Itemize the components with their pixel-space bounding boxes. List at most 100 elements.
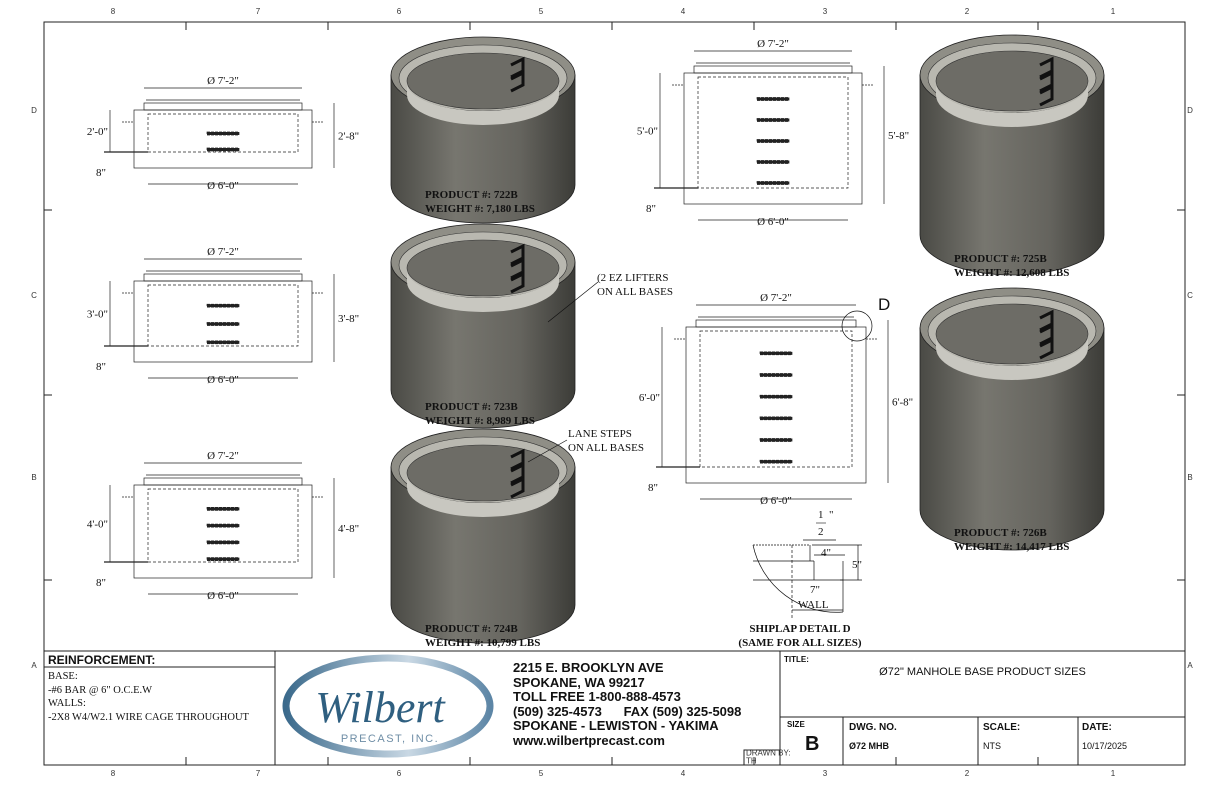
detail-title: SHIPLAP DETAIL D bbox=[749, 623, 850, 635]
product-render-725B bbox=[919, 34, 1105, 276]
title-block-grid bbox=[44, 650, 1185, 766]
zone-column-label: 1 bbox=[1111, 769, 1116, 778]
zone-column-label: 8 bbox=[111, 7, 116, 16]
wall-outline bbox=[685, 326, 867, 484]
dim-base-diameter: Ø 6'-0" bbox=[207, 374, 239, 386]
step-mark bbox=[206, 523, 240, 528]
step-icon bbox=[510, 476, 525, 499]
dim-half-den: 2 bbox=[818, 526, 824, 538]
top-lip bbox=[695, 319, 857, 328]
steps-callout: LANE STEPS ON ALL BASES bbox=[527, 428, 644, 463]
interior-floor bbox=[936, 83, 1088, 127]
elevation-723B bbox=[104, 258, 335, 379]
wall-outline bbox=[133, 280, 313, 363]
step-icon bbox=[510, 462, 525, 485]
product-number: PRODUCT #: 726B bbox=[954, 527, 1047, 539]
zone-column-label: 7 bbox=[256, 769, 261, 778]
sheet-border bbox=[43, 21, 1186, 766]
top-lip bbox=[143, 477, 303, 486]
scale-value: NTS bbox=[983, 741, 1001, 751]
zone-column-label: 2 bbox=[965, 7, 970, 16]
step-mark bbox=[759, 459, 793, 464]
dim-wall: WALL bbox=[798, 599, 829, 611]
dim-inner-height: 6'-0" bbox=[639, 392, 660, 404]
zone-column-label: 4 bbox=[681, 7, 686, 16]
step-icon bbox=[510, 448, 525, 471]
dwg-no-value: Ø72 MHB bbox=[849, 741, 890, 751]
zone-column-label: 5 bbox=[539, 769, 544, 778]
company-address: 2215 E. BROOKLYN AVE SPOKANE, WA 99217 T… bbox=[513, 660, 742, 748]
zone-column-label: 6 bbox=[397, 7, 402, 16]
dim-inner-height: 2'-0" bbox=[87, 126, 108, 138]
cylinder-interior bbox=[935, 50, 1089, 112]
website-link[interactable]: www.wilbertprecast.com bbox=[513, 732, 665, 748]
wall-outline bbox=[683, 72, 863, 205]
reinforcement-header: REINFORCEMENT: bbox=[48, 653, 156, 667]
address-line: SPOKANE, WA 99217 bbox=[513, 674, 645, 690]
product-render-722B bbox=[390, 36, 576, 224]
dim-base-diameter: Ø 6'-0" bbox=[207, 180, 239, 192]
step-icon bbox=[1039, 70, 1054, 93]
product-weight: WEIGHT #: 10,799 LBS bbox=[425, 637, 540, 649]
step-mark bbox=[756, 118, 790, 122]
interior-floor bbox=[936, 336, 1088, 380]
dim-top-diameter: Ø 7'-2" bbox=[207, 246, 239, 258]
callout-text: (2 EZ LIFTERS bbox=[597, 272, 669, 284]
dim-4in: 4" bbox=[821, 547, 831, 559]
dim-half-unit: " bbox=[829, 509, 834, 521]
cylinder-body bbox=[390, 466, 576, 644]
zone-row-label: C bbox=[1187, 291, 1193, 300]
zone-row-label: A bbox=[31, 661, 37, 670]
step-mark bbox=[759, 416, 793, 421]
step-mark bbox=[759, 438, 793, 442]
note-line: WALLS: bbox=[48, 698, 86, 709]
step-mark bbox=[206, 540, 240, 545]
step-mark bbox=[756, 97, 790, 101]
dim-base-thickness: 8" bbox=[648, 482, 658, 494]
wilbert-logo: Wilbert PRECAST, INC. bbox=[282, 654, 494, 758]
step-mark bbox=[759, 373, 793, 377]
product-weight: WEIGHT #: 12,608 LBS bbox=[954, 267, 1069, 279]
phone-fax-line: (509) 325-4573 FAX (509) 325-5098 bbox=[513, 703, 742, 719]
step-mark bbox=[206, 303, 240, 308]
step-icon bbox=[1039, 56, 1054, 79]
zone-row-label: B bbox=[1187, 473, 1192, 482]
step-icon bbox=[510, 56, 525, 79]
interior-floor bbox=[407, 83, 559, 125]
dim-half-num: 1 bbox=[818, 509, 824, 521]
size-value: B bbox=[805, 733, 820, 755]
cylinder-interior bbox=[406, 52, 560, 110]
cylinder-body bbox=[919, 327, 1105, 551]
dim-overall-height: 6'-8" bbox=[892, 397, 913, 409]
note-line: BASE: bbox=[48, 671, 78, 682]
title-label: TITLE: bbox=[784, 655, 809, 664]
dim-base-thickness: 8" bbox=[96, 577, 106, 589]
product-weight: WEIGHT #: 14,417 LBS bbox=[954, 541, 1069, 553]
dim-top-diameter: Ø 7'-2" bbox=[760, 292, 792, 304]
dim-7in: 7" bbox=[810, 584, 820, 596]
detail-d-marker: D bbox=[841, 295, 890, 342]
product-render-723B bbox=[390, 223, 576, 429]
drawing-title: Ø72" MANHOLE BASE PRODUCT SIZES bbox=[879, 666, 1086, 678]
zone-column-label: 3 bbox=[823, 769, 828, 778]
zone-row-label: D bbox=[1187, 106, 1193, 115]
product-weight: WEIGHT #: 7,180 LBS bbox=[425, 203, 535, 215]
hidden-interior bbox=[699, 330, 853, 468]
step-mark bbox=[206, 147, 240, 152]
product-render-726B bbox=[919, 287, 1105, 551]
step-mark bbox=[756, 160, 790, 164]
step-icon bbox=[510, 271, 525, 294]
cylinder-interior bbox=[406, 239, 560, 297]
elevation-722B bbox=[104, 87, 335, 185]
product-render-724B bbox=[390, 428, 576, 644]
zone-row-label: D bbox=[31, 106, 37, 115]
dim-overall-height: 3'-8" bbox=[338, 313, 359, 325]
zone-column-label: 8 bbox=[111, 769, 116, 778]
zone-column-label: 6 bbox=[397, 769, 402, 778]
interior-floor bbox=[407, 270, 559, 312]
top-lip bbox=[143, 273, 303, 282]
wall-outline bbox=[133, 109, 313, 169]
step-icon bbox=[1039, 84, 1054, 107]
product-weight: WEIGHT #: 8,989 LBS bbox=[425, 415, 535, 427]
